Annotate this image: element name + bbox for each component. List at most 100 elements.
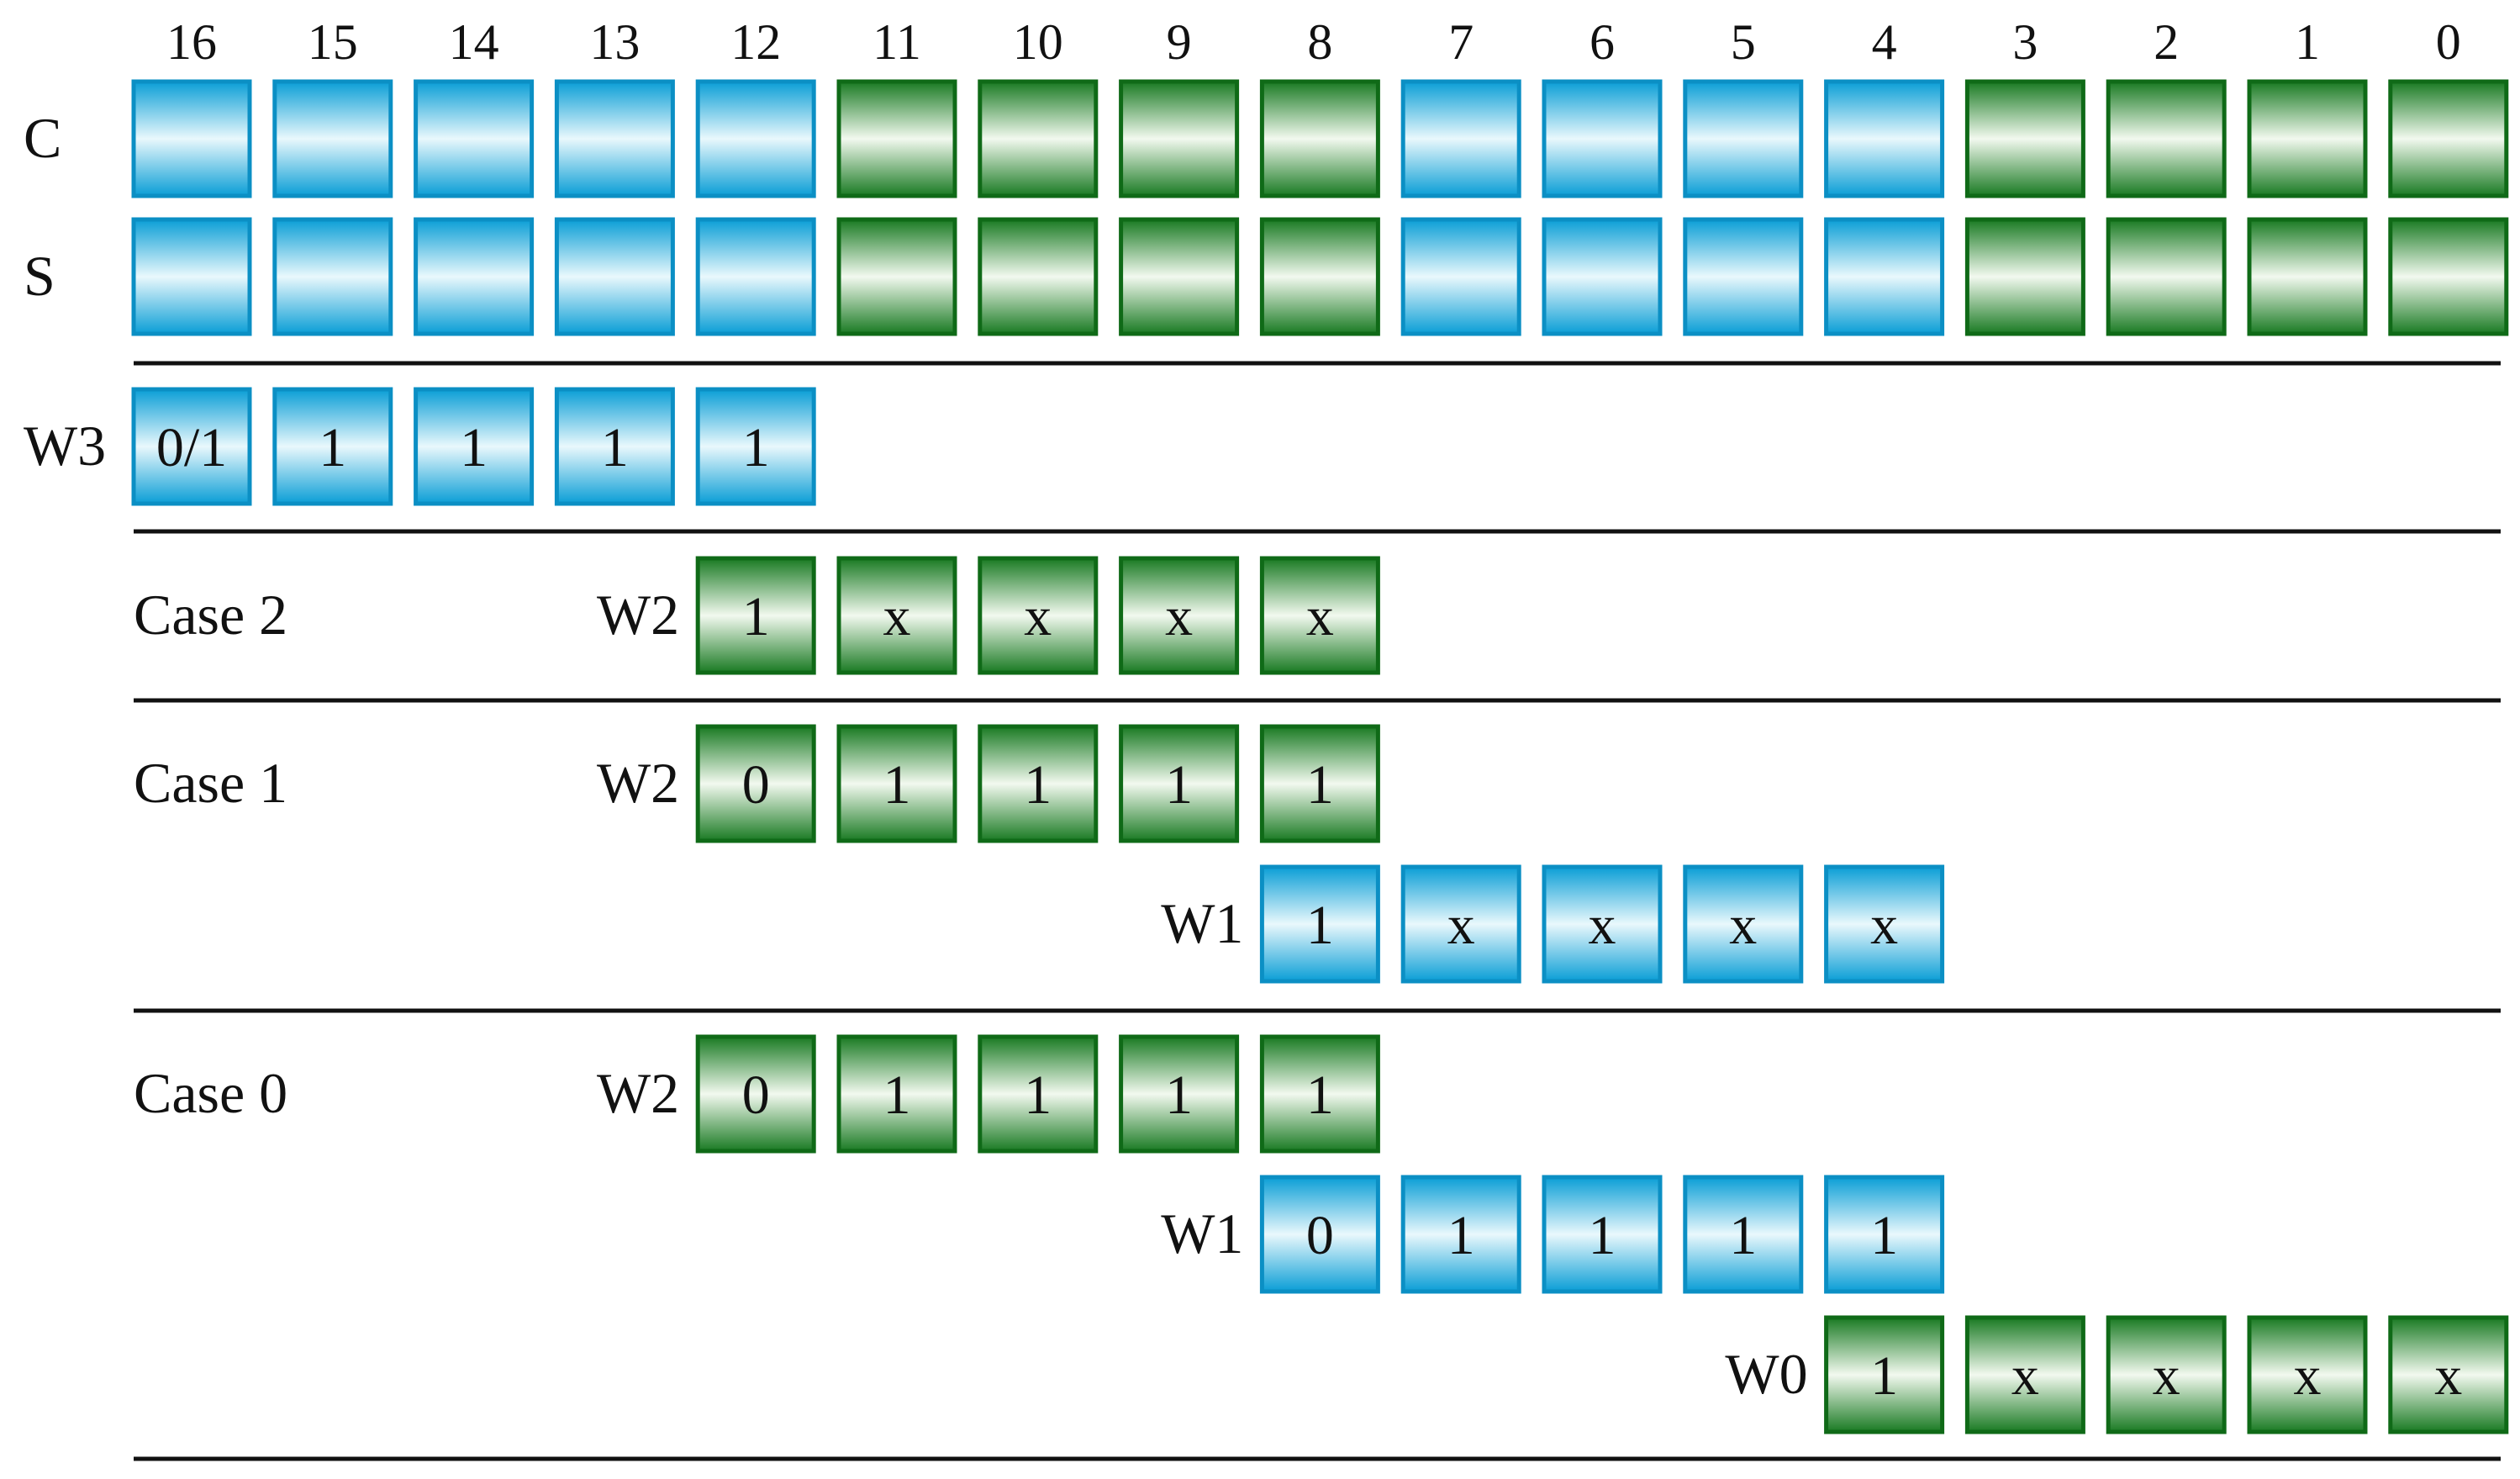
- bit-number-3: 3: [2012, 14, 2038, 70]
- bit-cell-11: [836, 556, 957, 675]
- bit-value: 1: [1306, 1064, 1334, 1126]
- bit-cell-1: [2247, 1315, 2368, 1434]
- bit-cell-10: [978, 1034, 1099, 1154]
- bit-value: x: [1024, 586, 1052, 647]
- bit-cell-15: [272, 217, 393, 336]
- bit-cell-14: [414, 79, 535, 198]
- bit-value: 1: [460, 417, 488, 478]
- bit-value: x: [1447, 895, 1475, 956]
- bit-cell-4: [1824, 79, 1945, 198]
- bit-cell-0: [2388, 217, 2509, 336]
- case-label: Case 0: [134, 1061, 287, 1125]
- bit-cell-11: [836, 79, 957, 198]
- bit-value: x: [1165, 586, 1193, 647]
- row-label: C: [24, 106, 61, 170]
- bit-cell-6: [1542, 217, 1663, 336]
- bit-cell-10: [978, 556, 1099, 675]
- bit-cell-11: [836, 217, 957, 336]
- bit-value: 1: [1165, 754, 1193, 816]
- bit-cell-12: [695, 387, 816, 506]
- row-label: W3: [24, 414, 106, 478]
- bit-cell-3: [1964, 217, 2085, 336]
- bit-cell-12: [695, 217, 816, 336]
- bit-cell-11: [836, 724, 957, 843]
- bit-number-9: 9: [1167, 14, 1192, 70]
- bit-cell-16: [131, 387, 252, 506]
- bit-cell-0: [2388, 79, 2509, 198]
- bit-cell-7: [1400, 1175, 1521, 1294]
- bit-cell-13: [554, 387, 675, 506]
- bit-value: 1: [319, 417, 346, 478]
- bit-number-11: 11: [873, 14, 921, 70]
- bit-cell-16: [131, 217, 252, 336]
- bit-number-2: 2: [2154, 14, 2179, 70]
- bit-cell-7: [1400, 217, 1521, 336]
- bit-value: 1: [1870, 1345, 1898, 1407]
- bit-number-1: 1: [2295, 14, 2320, 70]
- bit-value: 0: [742, 754, 770, 816]
- bit-cell-2: [2106, 79, 2227, 198]
- bit-value: 1: [883, 1064, 911, 1126]
- bit-value: 1: [1024, 754, 1052, 816]
- bit-cell-8: [1259, 217, 1380, 336]
- bit-number-10: 10: [1013, 14, 1063, 70]
- bit-value: 1: [1306, 754, 1334, 816]
- bit-cell-13: [554, 217, 675, 336]
- bit-cell-4: [1824, 217, 1945, 336]
- separator-rules: [134, 361, 2501, 1461]
- bit-number-8: 8: [1307, 14, 1332, 70]
- word-label: W2: [597, 751, 679, 815]
- bit-cell-9: [1119, 79, 1240, 198]
- bit-number-5: 5: [1731, 14, 1756, 70]
- bit-cell-13: [554, 79, 675, 198]
- row-case0-w1: W1 0 1 1 1 1: [1161, 1175, 1945, 1294]
- bit-value: 1: [1165, 1064, 1193, 1126]
- bit-cell-7: [1400, 79, 1521, 198]
- bit-cell-10: [978, 724, 1099, 843]
- bit-value: 1: [1447, 1205, 1475, 1266]
- bit-cell-5: [1683, 79, 1804, 198]
- bit-cell-15: [272, 387, 393, 506]
- bit-cell-5: [1683, 864, 1804, 984]
- bit-cell-10: [978, 217, 1099, 336]
- bit-cell-3: [1964, 1315, 2085, 1434]
- bit-cell-4: [1824, 1315, 1945, 1434]
- bit-cell-4: [1824, 864, 1945, 984]
- bit-value: 0: [1306, 1205, 1334, 1266]
- bit-value: 1: [1024, 1064, 1052, 1126]
- bit-cell-12: [695, 724, 816, 843]
- bit-value: 1: [742, 417, 770, 478]
- bit-value: x: [2011, 1345, 2039, 1407]
- bit-value: x: [1589, 895, 1616, 956]
- bit-value: 0/1: [156, 417, 227, 478]
- bit-cell-8: [1259, 556, 1380, 675]
- bit-value: x: [883, 586, 911, 647]
- bit-cell-2: [2106, 1315, 2227, 1434]
- bit-cell-12: [695, 556, 816, 675]
- bit-number-13: 13: [589, 14, 640, 70]
- bit-cell-7: [1400, 864, 1521, 984]
- bit-value: x: [2294, 1345, 2322, 1407]
- bit-cell-9: [1119, 1034, 1240, 1154]
- bit-number-0: 0: [2436, 14, 2461, 70]
- bit-value: 1: [1870, 1205, 1898, 1266]
- bit-cell-9: [1119, 556, 1240, 675]
- bit-value: 1: [742, 586, 770, 647]
- word-label: W1: [1161, 891, 1243, 955]
- bit-cell-11: [836, 1034, 957, 1154]
- word-label: W0: [1725, 1342, 1807, 1406]
- bit-cell-5: [1683, 1175, 1804, 1294]
- bit-value: 1: [601, 417, 629, 478]
- row-w3: W3 0/1 1 1 1 1: [24, 387, 816, 506]
- bit-cell-1: [2247, 217, 2368, 336]
- word-label: W1: [1161, 1202, 1243, 1265]
- case-label: Case 2: [134, 583, 287, 647]
- bit-value: 1: [1589, 1205, 1616, 1266]
- bit-value: 1: [1729, 1205, 1757, 1266]
- bit-value: 1: [883, 754, 911, 816]
- bit-cell-2: [2106, 217, 2227, 336]
- bit-value: x: [1306, 586, 1334, 647]
